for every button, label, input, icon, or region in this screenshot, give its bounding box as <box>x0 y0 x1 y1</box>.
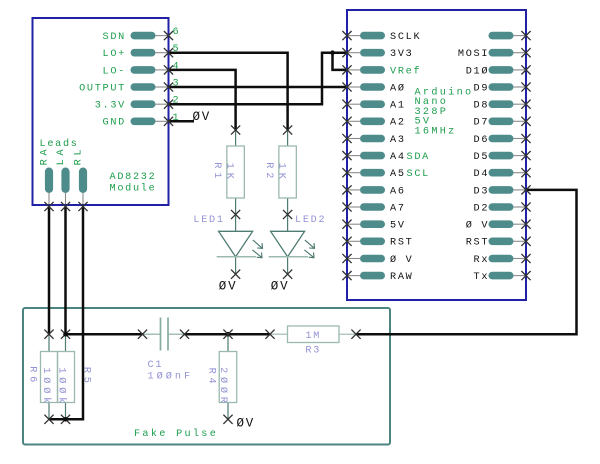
svg-text:LED1: LED1 <box>193 215 224 226</box>
svg-text:3: 3 <box>173 79 181 90</box>
svg-text:1K: 1K <box>275 163 286 183</box>
svg-text:D5: D5 <box>474 152 490 163</box>
svg-text:GND: GND <box>103 118 126 129</box>
svg-text:1ØØk: 1ØØk <box>40 367 52 407</box>
svg-text:R6: R6 <box>27 366 38 386</box>
svg-text:Ø V: Ø V <box>390 254 413 266</box>
svg-text:LO-: LO- <box>103 66 126 77</box>
svg-text:A4: A4 <box>390 152 406 163</box>
svg-text:2: 2 <box>173 96 181 107</box>
svg-text:6: 6 <box>173 27 181 38</box>
svg-text:C1: C1 <box>148 360 164 371</box>
svg-text:RAW: RAW <box>390 272 413 283</box>
svg-text:SCL: SCL <box>407 169 430 180</box>
svg-text:ØV: ØV <box>237 417 256 431</box>
svg-text:1ØØnF: 1ØØnF <box>148 371 194 383</box>
svg-text:R2: R2 <box>263 162 274 182</box>
svg-text:A5: A5 <box>390 169 406 180</box>
svg-text:D1Ø: D1Ø <box>466 65 489 77</box>
svg-text:5V: 5V <box>415 117 432 128</box>
svg-text:R4: R4 <box>206 368 217 388</box>
svg-text:A6: A6 <box>390 186 406 197</box>
svg-text:A7: A7 <box>390 203 406 214</box>
svg-text:1ØØk: 1ØØk <box>55 367 67 407</box>
svg-text:RA: RA <box>40 146 51 166</box>
svg-text:RST: RST <box>466 238 489 249</box>
svg-text:ØV: ØV <box>271 279 290 293</box>
svg-text:OUTPUT: OUTPUT <box>79 83 126 94</box>
svg-text:SDA: SDA <box>407 152 430 163</box>
svg-text:1K: 1K <box>223 163 234 183</box>
svg-text:3V3: 3V3 <box>390 49 413 60</box>
svg-text:1M: 1M <box>305 331 321 342</box>
svg-text:A2: A2 <box>390 118 406 129</box>
svg-text:5V: 5V <box>390 221 406 232</box>
svg-text:D3: D3 <box>474 186 490 197</box>
svg-text:LA: LA <box>56 146 67 166</box>
svg-text:Arduino: Arduino <box>415 87 474 99</box>
svg-text:2ØØR: 2ØØR <box>217 367 229 407</box>
svg-text:Ø V: Ø V <box>466 220 489 232</box>
svg-text:Module: Module <box>110 182 157 194</box>
svg-text:4: 4 <box>173 61 181 72</box>
svg-text:R5: R5 <box>81 367 92 387</box>
svg-text:SDN: SDN <box>103 32 126 43</box>
svg-text:3.3V: 3.3V <box>95 101 126 112</box>
svg-text:ØV: ØV <box>219 279 238 293</box>
svg-text:MOSI: MOSI <box>458 49 489 60</box>
svg-text:1: 1 <box>173 113 181 124</box>
svg-text:RST: RST <box>390 238 413 249</box>
svg-text:ØV: ØV <box>193 110 212 124</box>
svg-text:Fake Pulse: Fake Pulse <box>134 428 218 440</box>
svg-text:Rx: Rx <box>474 255 490 266</box>
svg-text:AD8232: AD8232 <box>110 172 157 183</box>
svg-text:D7: D7 <box>474 118 490 129</box>
svg-text:5: 5 <box>173 44 181 55</box>
svg-text:A1: A1 <box>390 101 406 112</box>
svg-text:D6: D6 <box>474 135 490 146</box>
svg-text:Nano: Nano <box>415 97 449 108</box>
svg-text:D9: D9 <box>474 83 490 94</box>
svg-text:D4: D4 <box>474 169 490 180</box>
svg-text:AØ: AØ <box>390 82 406 94</box>
svg-text:RL: RL <box>74 146 85 166</box>
svg-text:R1: R1 <box>211 162 222 182</box>
svg-text:LO+: LO+ <box>103 49 126 60</box>
svg-text:D2: D2 <box>474 203 490 214</box>
svg-text:16MHz: 16MHz <box>415 126 457 137</box>
svg-text:LED2: LED2 <box>295 215 326 226</box>
svg-text:A3: A3 <box>390 135 406 146</box>
svg-text:Leads: Leads <box>40 138 79 150</box>
svg-text:Tx: Tx <box>474 272 490 283</box>
svg-text:D8: D8 <box>474 101 490 112</box>
svg-text:SCLK: SCLK <box>390 32 421 43</box>
svg-text:328P: 328P <box>415 107 449 118</box>
svg-text:VRef: VRef <box>390 65 421 77</box>
svg-text:R3: R3 <box>305 346 321 357</box>
